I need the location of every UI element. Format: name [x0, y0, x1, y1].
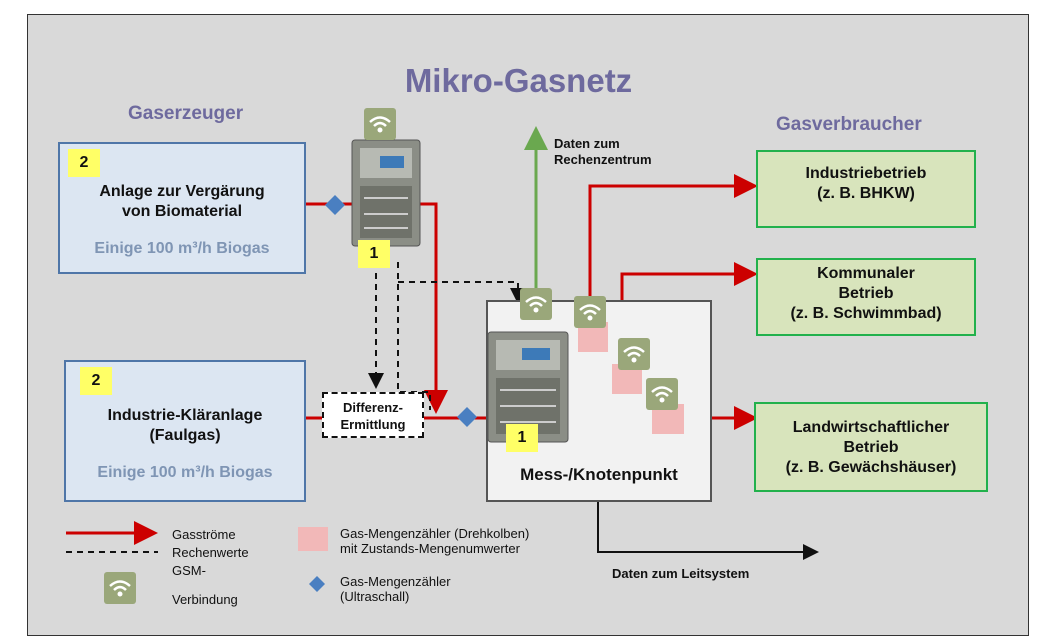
- difference-line1: Differenz-: [343, 400, 403, 415]
- consumer-line1: Landwirtschaftlicher: [792, 419, 950, 436]
- producer-biogas-plant: 2 Anlage zur Vergärung von Biomaterial E…: [58, 142, 306, 274]
- wifi-icon: [364, 108, 396, 140]
- meter-badge: 1: [358, 240, 390, 268]
- producer-title-line1: Industrie-Kläranlage: [107, 407, 263, 424]
- legend-rotary-line2: mit Zustands-Mengenumwerter: [340, 541, 520, 556]
- consumer-agricultural: Landwirtschaftlicher Betrieb (z. B. Gewä…: [754, 402, 988, 492]
- data-label-line2: Rechenzentrum: [554, 152, 652, 167]
- producer-title-line2: (Faulgas): [149, 427, 221, 444]
- section-consumers: Gasverbraucher: [776, 114, 922, 135]
- consumer-line2: Betrieb: [838, 285, 894, 302]
- wifi-icon: [646, 378, 678, 410]
- data-label-computing-center: Daten zum Rechenzentrum: [554, 136, 652, 168]
- consumer-municipal: Kommunaler Betrieb (z. B. Schwimmbad): [756, 258, 976, 336]
- dashed-to-diff-2: [397, 262, 431, 410]
- diagram-title: Mikro-Gasnetz: [404, 62, 633, 99]
- producer-capacity: Einige 100 m³/h Biogas: [94, 240, 270, 257]
- producer-badge: 2: [80, 367, 112, 395]
- consumer-line1: Industriebetrieb: [805, 165, 927, 182]
- consumer-line3: (z. B. Schwimmbad): [790, 305, 942, 322]
- data-line-control-system: [597, 498, 819, 560]
- data-label-line1: Daten zum: [554, 136, 620, 151]
- wifi-icon: [520, 288, 552, 320]
- producer-badge: 2: [68, 149, 100, 177]
- legend-ultrasonic-line2: (Ultraschall): [340, 589, 410, 604]
- legend-gsm-line1: GSM-: [172, 563, 206, 578]
- ultrasonic-meter-diamond-icon: [457, 407, 477, 427]
- consumer-line1: Kommunaler: [817, 265, 915, 282]
- producer-sewage-plant: 2 Industrie-Kläranlage (Faulgas) Einige …: [64, 360, 306, 502]
- producer-title-line2: von Biomaterial: [121, 203, 243, 220]
- producer-capacity: Einige 100 m³/h Biogas: [97, 464, 273, 481]
- difference-line2: Ermittlung: [340, 417, 406, 432]
- producer-title-line1: Anlage zur Vergärung: [99, 183, 265, 200]
- consumer-line2: Betrieb: [843, 439, 899, 456]
- wifi-icon: [618, 338, 650, 370]
- legend-rotary-meter-icon: [298, 527, 328, 551]
- legend-rotary-meter: Gas-Mengenzähler (Drehkolben) mit Zustan…: [340, 526, 529, 556]
- gas-line-producer1: [306, 202, 448, 414]
- legend-gsm-line2: Verbindung: [172, 592, 238, 607]
- legend-rotary-line1: Gas-Mengenzähler (Drehkolben): [340, 526, 530, 541]
- legend-computed: Rechenwerte: [172, 545, 249, 560]
- consumer-line2: (z. B. BHKW): [817, 185, 915, 202]
- difference-calculation: Differenz- Ermittlung: [322, 392, 424, 438]
- ultrasonic-meter-diamond-icon: [325, 195, 345, 215]
- legend-gas-flows: Gasströme: [172, 527, 236, 542]
- consumer-line3: (z. B. Gewächshäuser): [785, 459, 957, 476]
- gas-meter-cabinet-icon: [351, 139, 421, 247]
- hub-badge: 1: [506, 424, 538, 452]
- legend-wifi-icon: [104, 572, 136, 604]
- consumer-industrial: Industriebetrieb (z. B. BHKW): [756, 150, 976, 228]
- legend-diamond-icon: [309, 576, 325, 592]
- legend-ultrasonic-line1: Gas-Mengenzähler: [340, 574, 451, 589]
- legend-ultrasonic-meter: Gas-Mengenzähler (Ultraschall): [340, 574, 451, 604]
- data-label-control-system: Daten zum Leitsystem: [612, 566, 750, 581]
- wifi-icon: [574, 296, 606, 328]
- legend-gsm: GSM- Verbindung: [172, 563, 238, 607]
- hub-label: Mess-/Knotenpunkt: [520, 465, 678, 484]
- section-producers: Gaserzeuger: [128, 103, 244, 124]
- dashed-to-hub: [398, 281, 526, 304]
